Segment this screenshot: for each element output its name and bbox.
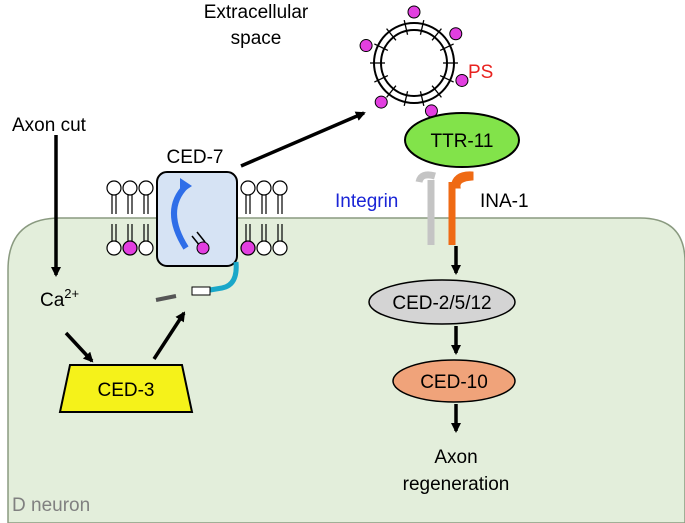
ttr11-protein bbox=[404, 112, 520, 168]
extracellular-label-line1: Extracellular bbox=[204, 2, 309, 23]
lipid-headgroup bbox=[138, 240, 154, 256]
lipid-headgroup bbox=[106, 180, 122, 196]
d-neuron-label: D neuron bbox=[12, 495, 90, 516]
vesicle-lipid bbox=[403, 19, 409, 35]
lipid-headgroup bbox=[138, 180, 154, 196]
arrow-ced7-to-vesicle bbox=[240, 111, 366, 168]
vesicle-lipid bbox=[374, 74, 389, 83]
lipid-headgroup bbox=[122, 180, 138, 196]
lipid-headgroup bbox=[272, 180, 288, 196]
lipid-headgroup bbox=[256, 180, 272, 196]
vesicle-lipid bbox=[403, 91, 409, 107]
integrin-receptor bbox=[415, 171, 436, 245]
ced2512-label: CED-2/5/12 bbox=[392, 293, 491, 314]
lipid-headgroup bbox=[240, 180, 256, 196]
vesicle-lipid bbox=[431, 28, 442, 41]
axon-cut-label: Axon cut bbox=[12, 115, 87, 136]
ced3-label: CED-3 bbox=[97, 380, 154, 401]
vesicle-lipid bbox=[439, 43, 454, 52]
vesicle-lipid bbox=[419, 19, 425, 35]
ced3-node bbox=[58, 364, 194, 413]
integrin-label: Integrin bbox=[335, 191, 398, 212]
ca-label-base: Ca bbox=[40, 290, 65, 311]
ced7-tail bbox=[209, 261, 239, 293]
vesicle-lipid bbox=[386, 28, 397, 41]
axon-regeneration-line2: regeneration bbox=[403, 474, 510, 495]
arrow-ca-to-ced3 bbox=[64, 331, 94, 363]
lipid-headgroup bbox=[106, 240, 122, 256]
ps-headgroup bbox=[407, 5, 421, 19]
ps-headgroup bbox=[455, 73, 469, 87]
ps-headgroup bbox=[359, 39, 373, 53]
lipid-bilayer-right bbox=[240, 180, 288, 256]
axon-regeneration-line1: Axon bbox=[434, 447, 477, 468]
ced7-cleaved-box bbox=[191, 286, 211, 296]
ttr11-label: TTR-11 bbox=[431, 131, 494, 152]
vesicle-lipid bbox=[386, 85, 397, 98]
ced7-label: CED-7 bbox=[166, 147, 223, 168]
ps-vesicle bbox=[359, 5, 469, 118]
arrow-ced3-to-ced7 bbox=[152, 311, 186, 360]
lipid-headgroup bbox=[272, 240, 288, 256]
ced7-transporter bbox=[155, 171, 239, 302]
ps-headgroup bbox=[240, 240, 256, 256]
lipid-bilayer-left bbox=[106, 180, 154, 256]
ced10-node bbox=[392, 359, 516, 403]
ced2512-node bbox=[368, 279, 516, 325]
neuron-cell-body bbox=[7, 217, 685, 523]
ps-headgroup bbox=[122, 240, 138, 256]
vesicle-lipid bbox=[374, 43, 389, 52]
extracellular-label-line2: space bbox=[231, 28, 282, 49]
vesicle-lipid bbox=[431, 85, 442, 98]
flipped-ps-headgroup bbox=[196, 241, 210, 255]
ced7-cleaved-fragment bbox=[155, 294, 177, 302]
ps-headgroup bbox=[449, 27, 463, 41]
ca-label: Ca2+ bbox=[40, 286, 79, 311]
ina1-receptor bbox=[448, 171, 474, 245]
ced10-label: CED-10 bbox=[420, 372, 488, 393]
ps-label: PS bbox=[468, 62, 493, 83]
vesicle-lipid bbox=[439, 74, 454, 83]
ina1-label: INA-1 bbox=[480, 191, 529, 212]
vesicle-lipid bbox=[419, 91, 425, 107]
lipid-headgroup bbox=[256, 240, 272, 256]
ps-headgroup bbox=[374, 95, 388, 109]
ca-label-superscript: 2+ bbox=[64, 286, 79, 301]
